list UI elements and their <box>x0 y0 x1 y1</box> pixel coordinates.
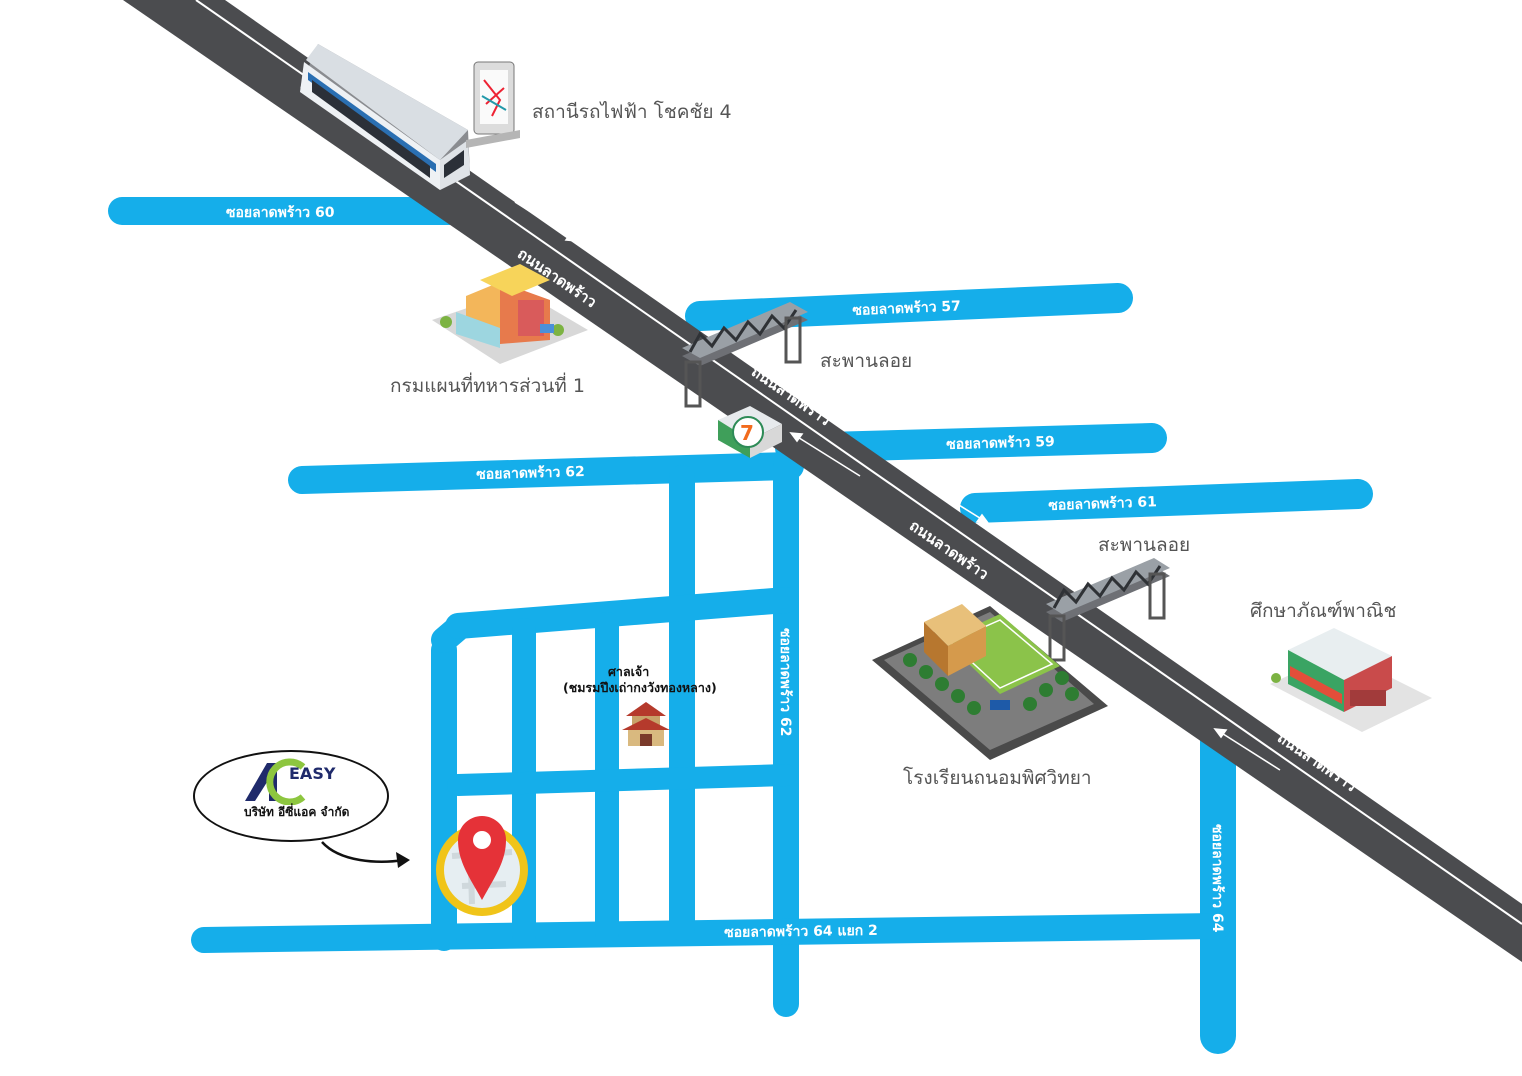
soi61-road <box>960 479 1373 523</box>
svg-text:7: 7 <box>740 421 754 445</box>
company-name: บริษัท อีซี่แอค จำกัด <box>244 805 350 819</box>
soi62-v-label: ซอยลาดพร้าว 62 <box>777 628 793 737</box>
school-label: โรงเรียนถนอมพิศวิทยา <box>903 767 1092 789</box>
military-office-label: กรมแผนที่ทหารส่วนที่ 1 <box>390 375 585 397</box>
soi60-label: ซอยลาดพร้าว 60 <box>226 205 335 221</box>
arrow-icon <box>321 841 405 863</box>
arrow-icon <box>514 201 1281 771</box>
store-icon: 7 <box>718 406 782 458</box>
soi62-h-label: ซอยลาดพร้าว 62 <box>476 463 585 483</box>
building-icon <box>432 264 588 364</box>
location-pin-icon <box>436 816 528 916</box>
company-logo-text: EASY <box>289 764 336 783</box>
soi64-label: ซอยลาดพร้าว 64 <box>1209 824 1225 933</box>
soi59-label: ซอยลาดพร้าว 59 <box>946 433 1055 453</box>
soi64-2-label: ซอยลาดพร้าว 64 แยก 2 <box>724 922 878 941</box>
soi61-label: ซอยลาดพร้าว 61 <box>1048 494 1158 514</box>
bridge-icon <box>1046 558 1170 662</box>
bridge2-label: สะพานลอย <box>1098 534 1191 556</box>
shop-icon <box>1270 628 1432 732</box>
shrine-icon <box>622 702 670 746</box>
shrine-label: ศาลเจ้า <box>608 664 649 680</box>
map-sign-icon <box>466 61 520 148</box>
soi62-h-road <box>288 452 804 494</box>
train-icon <box>300 44 470 190</box>
school-icon <box>872 604 1108 760</box>
company-logo-icon: EASY <box>245 758 336 805</box>
bridge-icon <box>682 302 808 408</box>
bridge1-label: สะพานลอย <box>820 350 913 372</box>
shrine-label-line1: ศาลเจ้า <box>608 664 650 679</box>
soi57-label: ซอยลาดพร้าว 57 <box>852 298 962 319</box>
shrine-label-line2: (ชมรมปึงเถ่ากงวังทองหลาง) <box>563 680 717 695</box>
commerce-school-label: ศึกษาภัณฑ์พาณิช <box>1250 600 1397 622</box>
soi64-2-road <box>191 913 1231 953</box>
station-label: สถานีรถไฟฟ้า โชคชัย 4 <box>532 101 732 123</box>
